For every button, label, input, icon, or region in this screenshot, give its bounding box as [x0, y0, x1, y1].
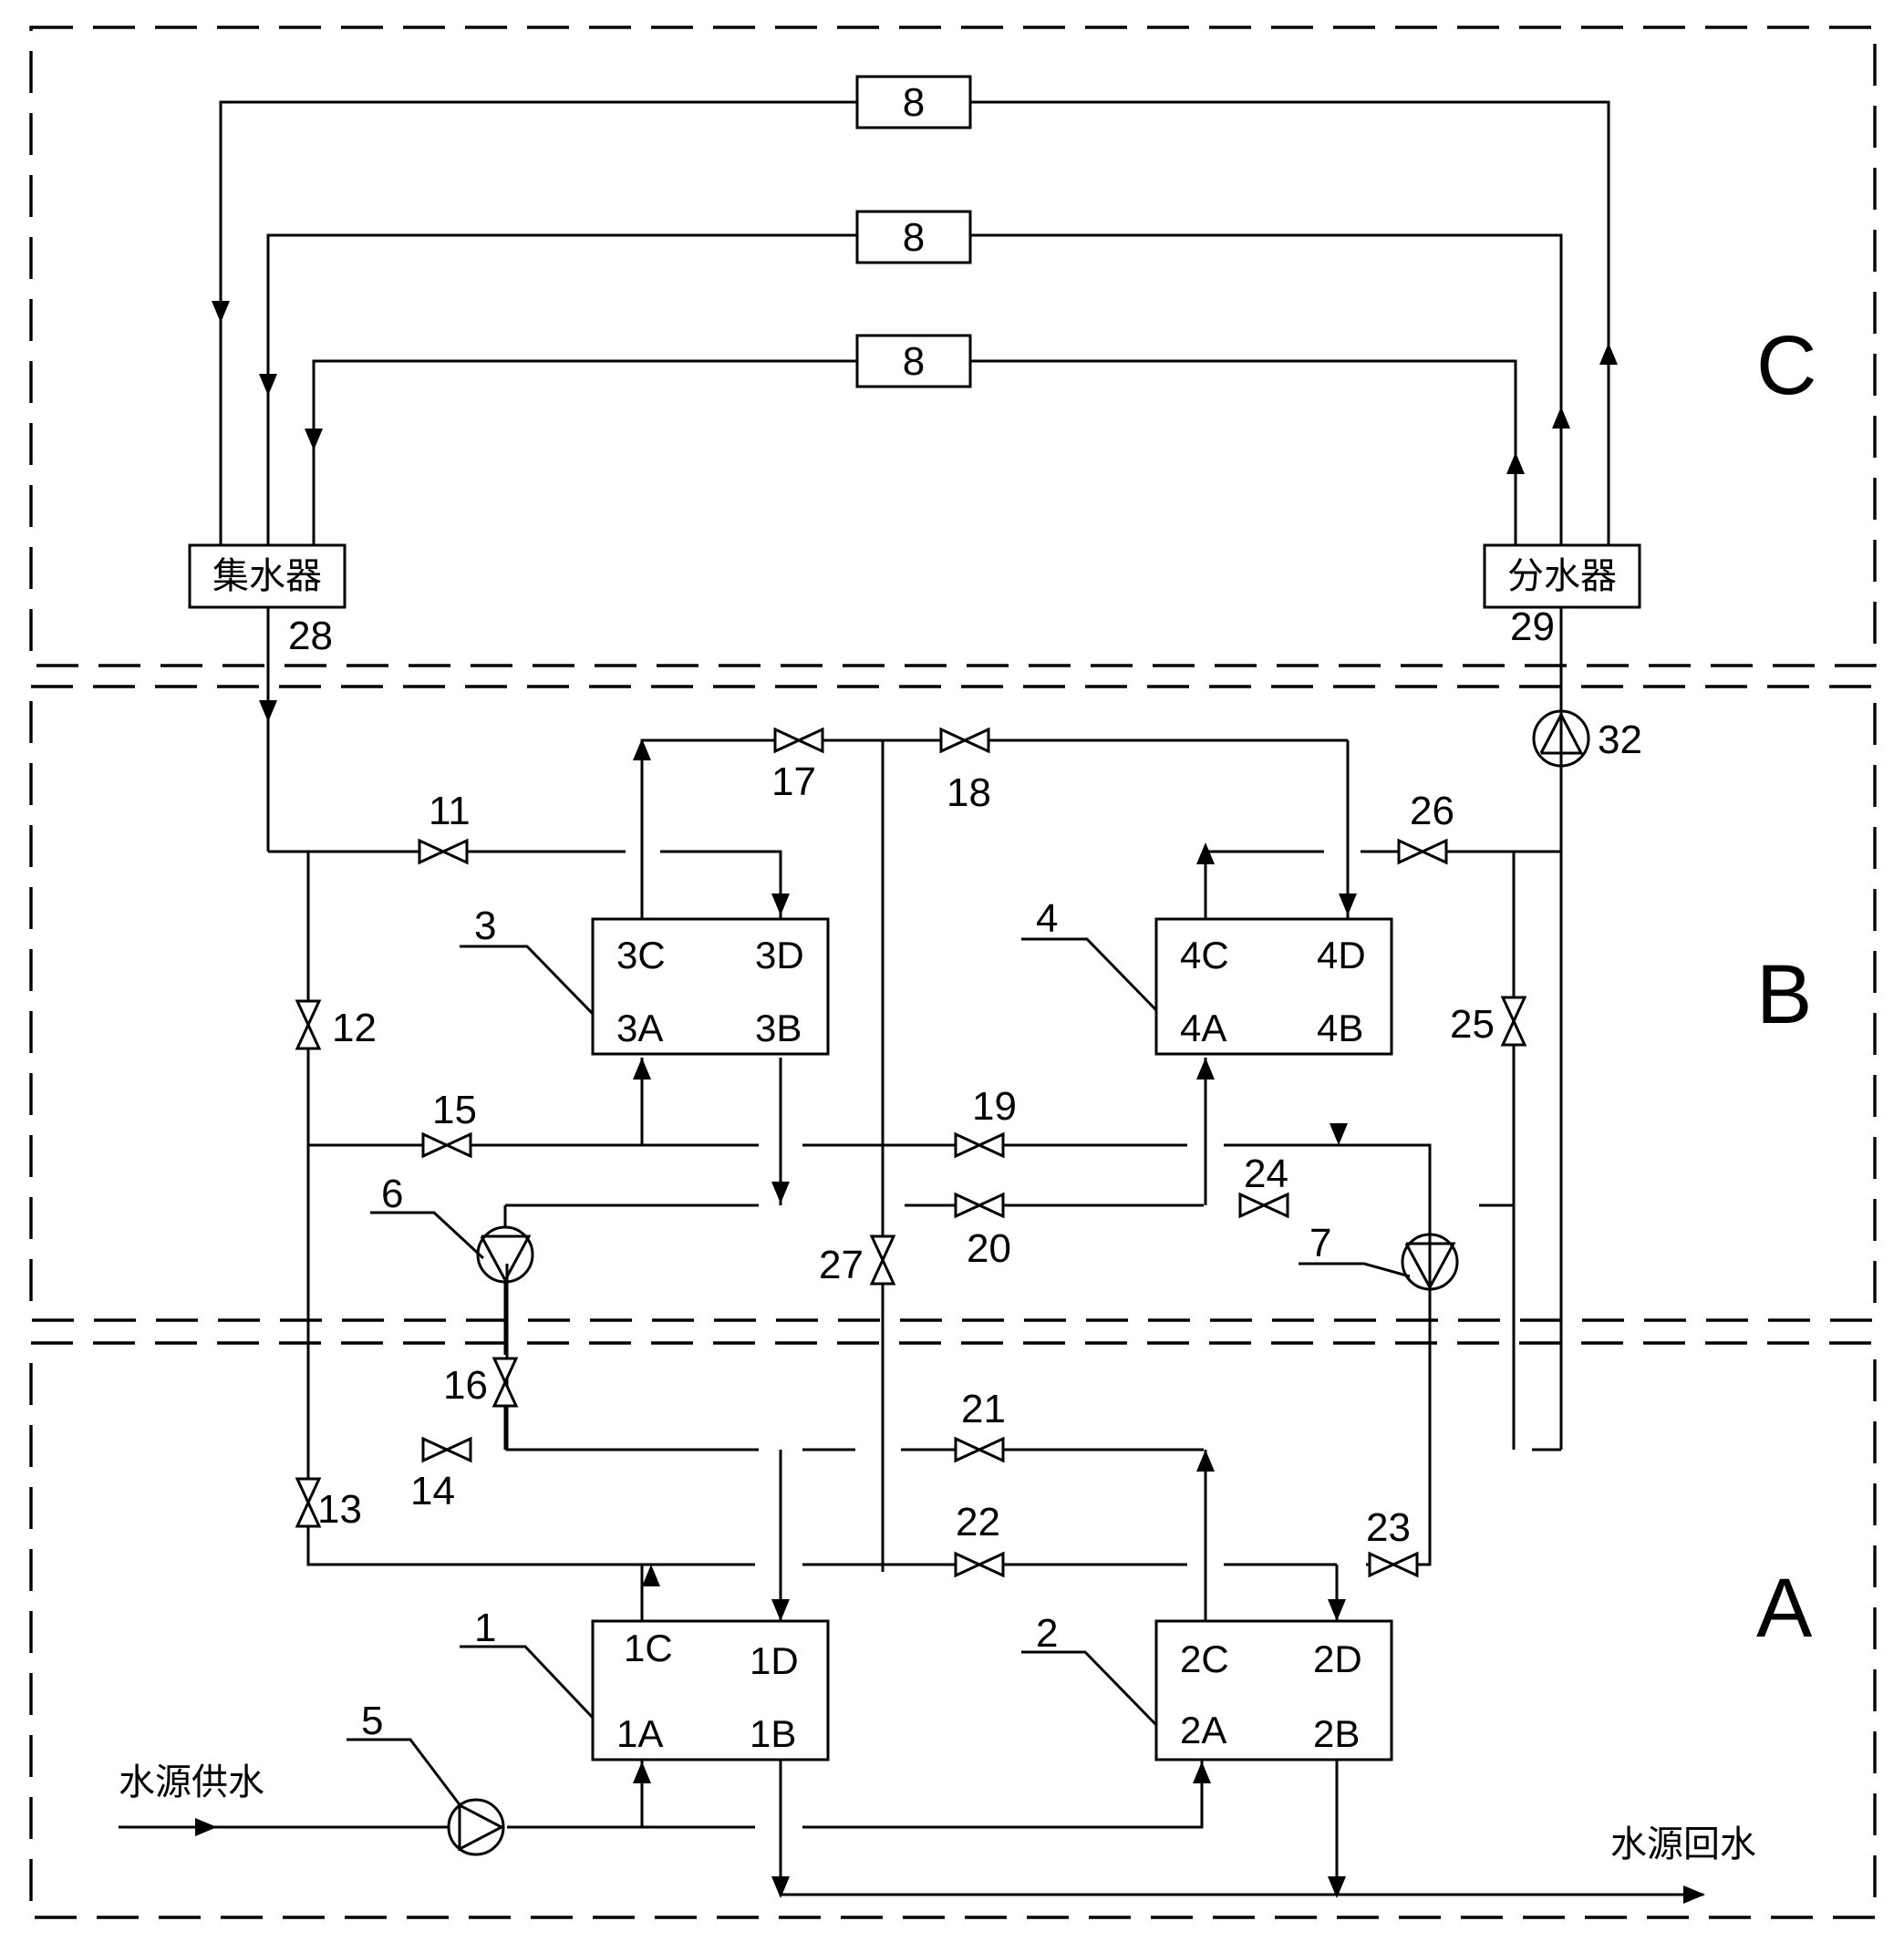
- pump-7-label: 7: [1309, 1221, 1331, 1265]
- unit-2-port-a: 2A: [1180, 1709, 1226, 1751]
- unit-3-id: 3: [474, 904, 496, 948]
- pump-32-label: 32: [1598, 718, 1642, 762]
- unit-3-port-d: 3D: [755, 934, 804, 976]
- valve-19-label: 19: [972, 1084, 1017, 1129]
- valve-17-label: 17: [771, 759, 816, 804]
- zone-a-boundary: [29, 1341, 1877, 1919]
- valve-24-icon: [1238, 1192, 1289, 1219]
- pump-32-icon: [1532, 709, 1590, 768]
- unit-2: 2C 2D 2A 2B: [1154, 1619, 1393, 1761]
- unit-2-port-d: 2D: [1313, 1637, 1362, 1680]
- unit-4-port-d: 4D: [1317, 934, 1366, 976]
- valve-27-label: 27: [819, 1243, 864, 1287]
- collector: 集水器: [188, 543, 347, 609]
- node-29-label: 29: [1510, 604, 1555, 649]
- piping-zone-a: [119, 1244, 1683, 1896]
- valve-26-label: 26: [1410, 789, 1454, 833]
- terminal-3: 8: [855, 334, 972, 388]
- pump-7-icon: [1401, 1233, 1459, 1291]
- unit-3: 3C 3D 3A 3B: [591, 917, 830, 1056]
- node-28-label: 28: [288, 614, 333, 658]
- unit-1: 1C 1D 1A 1B: [591, 1619, 830, 1761]
- terminal-1-label: 8: [903, 80, 925, 125]
- valve-18-label: 18: [947, 770, 991, 815]
- unit-4-id: 4: [1036, 896, 1058, 941]
- valve-23-label: 23: [1366, 1505, 1411, 1550]
- unit-1-id: 1: [474, 1606, 496, 1650]
- zone-a-label: A: [1756, 1562, 1813, 1655]
- valve-11-label: 11: [429, 789, 471, 833]
- unit-4-port-c: 4C: [1180, 934, 1229, 976]
- source-supply-label: 水源供水: [119, 1761, 264, 1803]
- valve-13-icon: [295, 1477, 322, 1528]
- collector-label: 集水器: [212, 555, 322, 597]
- source-return-label: 水源回水: [1610, 1823, 1756, 1865]
- valve-20-label: 20: [967, 1226, 1011, 1271]
- zone-c-label: C: [1756, 319, 1816, 412]
- valve-13-label: 13: [317, 1487, 362, 1532]
- valve-18-icon: [939, 727, 990, 754]
- valve-20-icon: [954, 1192, 1005, 1219]
- flow-arrows: [195, 301, 1705, 1904]
- valve-12-label: 12: [332, 1006, 377, 1050]
- valve-25-icon: [1500, 996, 1527, 1047]
- valve-16-label: 16: [443, 1363, 488, 1408]
- valve-27-icon: [869, 1234, 896, 1286]
- valve-22-label: 22: [956, 1500, 1000, 1544]
- unit-2-port-c: 2C: [1180, 1637, 1229, 1680]
- valve-21-icon: [954, 1436, 1005, 1463]
- unit-2-id: 2: [1036, 1611, 1058, 1656]
- zone-b-label: B: [1756, 948, 1812, 1041]
- valve-26-icon: [1397, 838, 1448, 865]
- unit-4: 4C 4D 4A 4B: [1154, 917, 1393, 1056]
- unit-1-port-a: 1A: [616, 1712, 663, 1755]
- distributor: 分水器: [1483, 543, 1641, 609]
- valve-22-icon: [954, 1551, 1005, 1578]
- unit-2-port-b: 2B: [1313, 1712, 1360, 1755]
- valve-14-icon: [421, 1436, 472, 1463]
- pump-6-icon: [476, 1225, 534, 1284]
- terminal-1: 8: [855, 75, 972, 129]
- unit-3-port-a: 3A: [616, 1007, 663, 1049]
- valve-24-label: 24: [1244, 1152, 1288, 1196]
- pump-5-label: 5: [361, 1699, 383, 1743]
- pump-5-icon: [447, 1798, 505, 1856]
- terminal-loops: [219, 100, 1610, 549]
- valve-21-label: 21: [961, 1387, 1006, 1431]
- valve-25-label: 25: [1450, 1002, 1495, 1047]
- valve-17-icon: [773, 727, 824, 754]
- unit-1-port-c: 1C: [624, 1627, 673, 1669]
- valve-19-icon: [954, 1131, 1005, 1159]
- unit-4-port-b: 4B: [1317, 1007, 1363, 1049]
- valve-11-icon: [418, 838, 469, 865]
- valve-12-icon: [295, 999, 322, 1050]
- unit-3-port-b: 3B: [755, 1007, 802, 1049]
- valve-15-label: 15: [432, 1088, 477, 1132]
- unit-1-port-d: 1D: [750, 1639, 799, 1682]
- valve-16-icon: [492, 1357, 519, 1408]
- unit-4-port-a: 4A: [1180, 1007, 1226, 1049]
- unit-1-port-b: 1B: [750, 1712, 796, 1755]
- terminal-2-label: 8: [903, 215, 925, 260]
- valve-15-icon: [421, 1131, 472, 1159]
- distributor-label: 分水器: [1507, 555, 1617, 597]
- terminal-2: 8: [855, 210, 972, 264]
- terminal-3-label: 8: [903, 339, 925, 384]
- pump-6-label: 6: [381, 1172, 403, 1216]
- unit-3-port-c: 3C: [616, 934, 666, 976]
- valve-23-icon: [1368, 1551, 1419, 1578]
- valve-14-label: 14: [410, 1469, 455, 1513]
